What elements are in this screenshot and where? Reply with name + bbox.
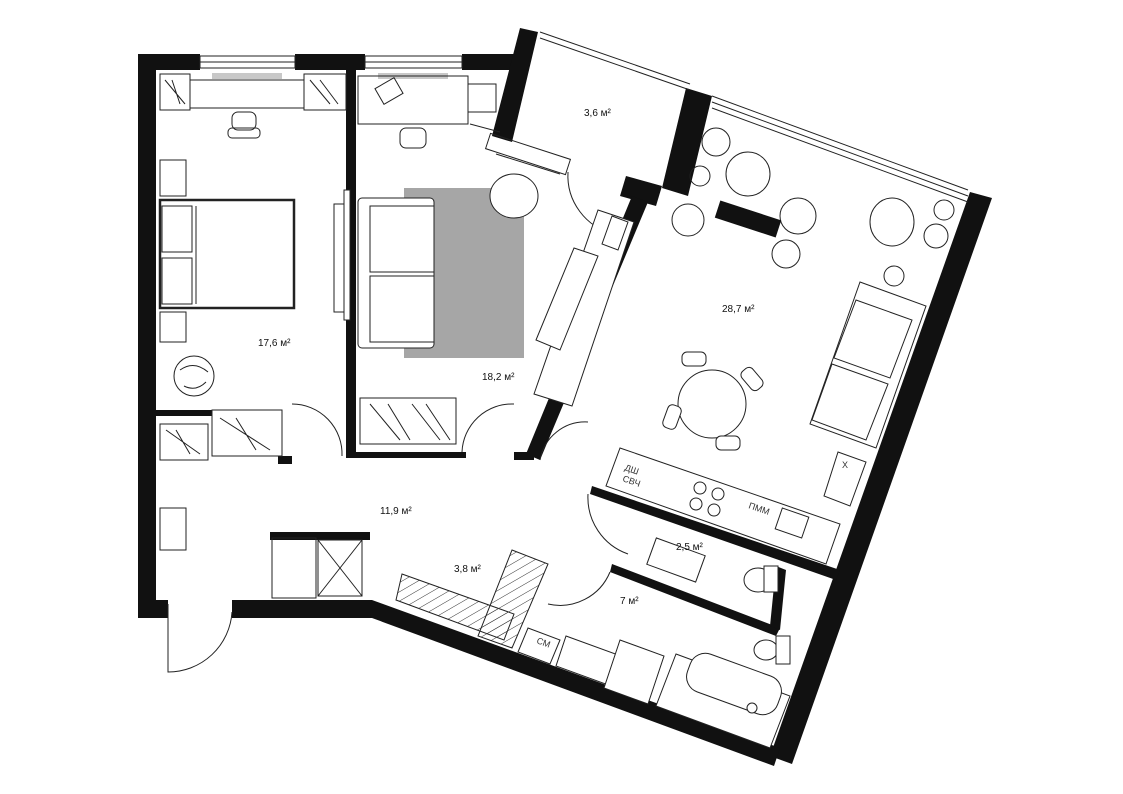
bedroom-wardrobe-bottom (159, 409, 283, 461)
kitchen-shelf (533, 209, 635, 407)
bed-icon (158, 159, 296, 343)
small-cabinet (159, 507, 187, 551)
wc-area-label: 2,5 м² (676, 542, 704, 553)
sofa-icon (357, 197, 435, 349)
kitchen-area-label: 28,7 м² (722, 304, 755, 315)
living-desk (357, 75, 501, 149)
living-wardrobe (359, 397, 457, 445)
dining-table-icon (662, 351, 764, 451)
hall-area-label: 11,9 м² (380, 506, 412, 517)
plant-icon (671, 127, 955, 287)
dishwasher-label: ДШ (623, 462, 640, 476)
closet-shelves (395, 549, 549, 649)
closet-area-label: 3,8 м² (454, 564, 482, 575)
bedroom-area-label: 17,6 м² (258, 338, 291, 349)
washer-label: СМ (535, 635, 551, 649)
windows (199, 31, 969, 203)
balcony-area-label: 3,6 м² (584, 108, 612, 119)
balcony-contents (484, 132, 572, 176)
hall-wardrobe (271, 537, 363, 599)
bathroom-fixtures (517, 627, 791, 749)
armchair-icon (725, 151, 915, 247)
wc-fixtures (646, 537, 779, 593)
plant-icon (173, 355, 215, 397)
coffee-table (714, 200, 782, 238)
fridge-label: Х (842, 460, 848, 470)
doors (167, 171, 629, 673)
chair-icon (227, 111, 261, 139)
bathroom-area-label: 7 м² (620, 596, 639, 607)
outer-walls (138, 28, 992, 766)
armchair-icon (489, 173, 539, 219)
sofa-icon (809, 281, 927, 449)
bedroom-wardrobe-top (159, 73, 347, 111)
kitchen-cabinets (605, 447, 867, 565)
living-area-label: 18,2 м² (482, 372, 515, 383)
tv-icon (333, 189, 351, 321)
window-sill-left (212, 73, 282, 79)
